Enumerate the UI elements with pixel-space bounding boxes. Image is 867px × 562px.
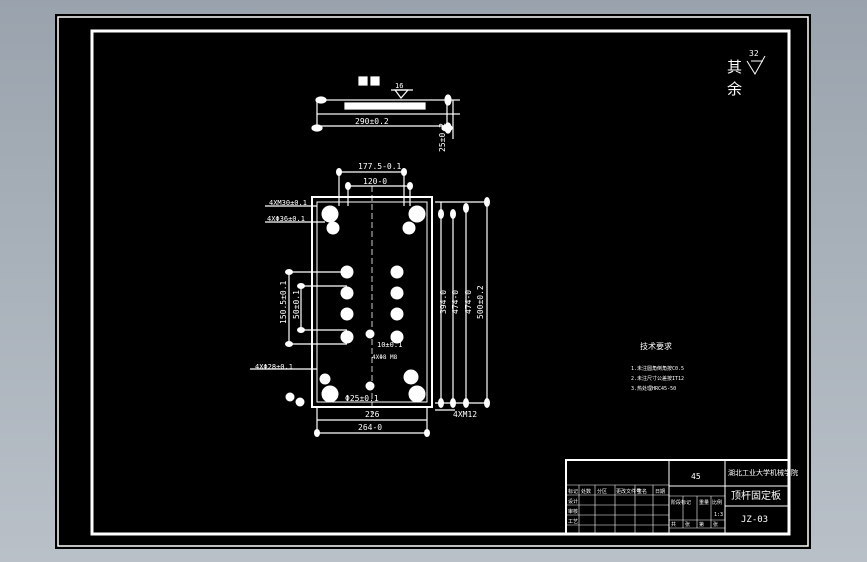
dim-left-mid-2: 50±0.1 bbox=[292, 290, 301, 319]
title-material: 45 bbox=[691, 472, 701, 481]
dim-bottom-inner: 226 bbox=[365, 410, 380, 419]
tech-req-title: 技术要求 bbox=[640, 341, 672, 351]
dim-left-upper-1: 4XM30±0.1 bbox=[269, 199, 307, 207]
outer-border bbox=[57, 16, 809, 547]
dim-right-2: 474-0 bbox=[451, 290, 460, 314]
title-header-5: 签名 bbox=[637, 488, 647, 495]
roughness-label-1: 其 bbox=[727, 58, 742, 76]
title-drawing-no: JZ-03 bbox=[741, 515, 768, 525]
title-small-2: 重量 bbox=[699, 499, 709, 506]
tech-req-line-1: 1.未注圆角倒角按C0.5 bbox=[631, 365, 684, 372]
engineering-drawing: 32 其 余 16 290±0.2 25±0.2 bbox=[57, 16, 809, 547]
title-school: 湖北工业大学机械学院 bbox=[728, 468, 798, 477]
title-sheet-3: 第 bbox=[699, 521, 704, 528]
dim-right-1: 394.0 bbox=[439, 290, 448, 314]
inner-border bbox=[90, 29, 791, 536]
drawing-viewport[interactable]: 32 其 余 16 290±0.2 25±0.2 bbox=[55, 14, 811, 549]
title-sheet-2: 张 bbox=[685, 521, 690, 528]
dim-left-mid-1: 150.5±0.1 bbox=[279, 280, 288, 324]
dim-bottom-note: Φ25±0.1 bbox=[345, 394, 379, 403]
tech-req-line-2: 2.未注尺寸公差按IT12 bbox=[631, 375, 684, 382]
roughness-symbol bbox=[746, 55, 766, 75]
title-header-1: 标记 bbox=[568, 488, 578, 495]
title-part-name: 顶杆固定板 bbox=[731, 489, 781, 502]
roughness-label-2: 余 bbox=[727, 80, 742, 98]
title-row-1: 设计 bbox=[568, 498, 578, 505]
dimension-terminals bbox=[285, 168, 490, 437]
dim-bottom-right: 4XM12 bbox=[453, 410, 477, 419]
title-header-6: 日期 bbox=[655, 489, 665, 495]
title-row-3: 工艺 bbox=[568, 519, 578, 525]
title-small-3: 比例 bbox=[712, 499, 722, 506]
dim-bottom-outer: 264-0 bbox=[358, 423, 382, 432]
title-header-3: 分区 bbox=[597, 488, 607, 495]
top-view bbox=[311, 76, 460, 139]
dim-top-outer: 177.5-0.1 bbox=[358, 162, 402, 171]
front-view bbox=[250, 171, 488, 436]
title-small-1: 阶段标记 bbox=[671, 499, 691, 506]
top-view-height-dim: 25±0.2 bbox=[438, 123, 447, 152]
front-view-holes bbox=[285, 205, 426, 407]
tech-req-line-3: 3.热处理HRC45-50 bbox=[631, 385, 676, 392]
top-view-width-dim: 290±0.2 bbox=[355, 117, 389, 126]
title-header-2: 处数 bbox=[581, 488, 591, 495]
title-scale: 1:3 bbox=[714, 512, 723, 518]
title-row-2: 审核 bbox=[568, 508, 578, 515]
title-headers: 标记 处数 分区 更改文件号 签名 日期 设计 审核 工艺 阶段标记 重量 比例… bbox=[568, 488, 722, 528]
dim-left-upper-2: 4XΦ36±0.1 bbox=[267, 215, 305, 223]
roughness-value: 32 bbox=[749, 49, 759, 58]
dim-center-note-2: 4XΦ8 M8 bbox=[372, 354, 398, 361]
top-view-roughness: 16 bbox=[395, 82, 403, 90]
title-sheet-1: 共 bbox=[671, 521, 676, 528]
dim-center-note-1: 10±0.1 bbox=[377, 341, 402, 349]
dim-right-4: 500±0.2 bbox=[476, 285, 485, 319]
title-sheet-4: 张 bbox=[713, 521, 718, 528]
dim-left-lower: 4XΦ28±0.1 bbox=[255, 363, 293, 371]
dim-top-inner: 120-0 bbox=[363, 177, 387, 186]
title-block bbox=[565, 459, 790, 535]
title-header-4: 更改文件号 bbox=[616, 488, 641, 495]
dim-right-3: 474-0 bbox=[464, 290, 473, 314]
